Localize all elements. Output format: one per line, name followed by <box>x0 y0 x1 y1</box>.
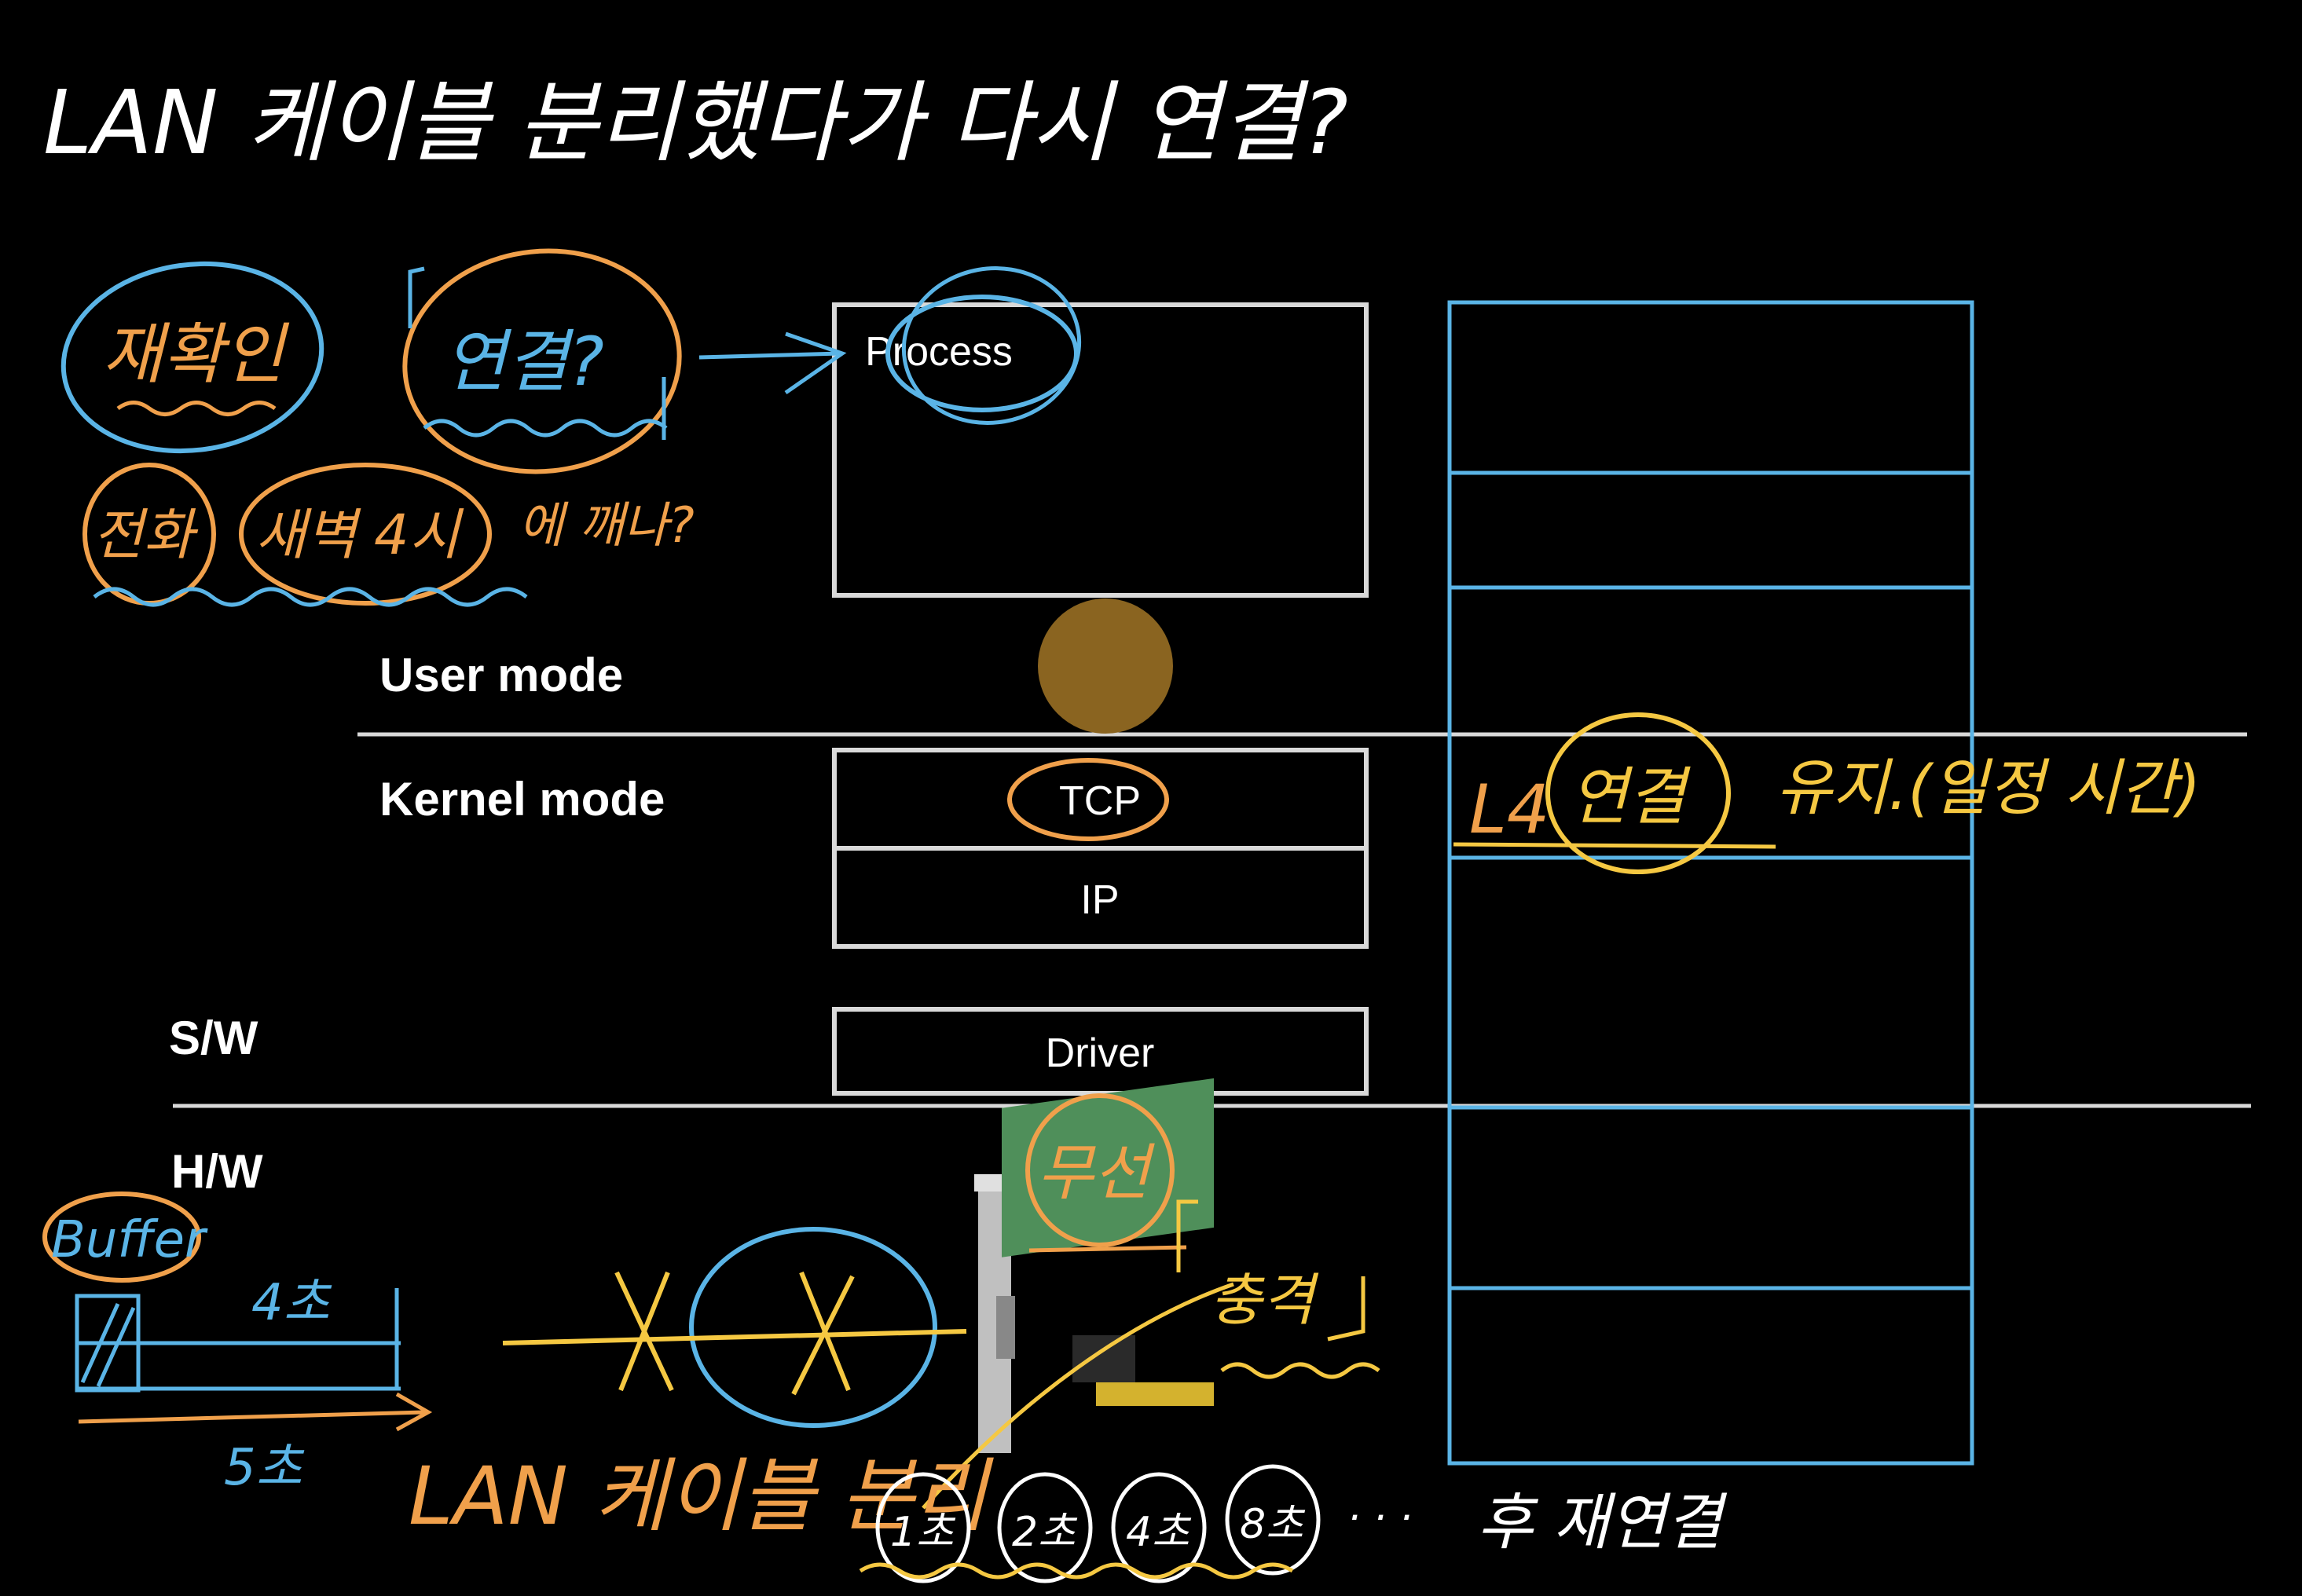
retry-ellipsis: · · · <box>1347 1495 1413 1542</box>
recheck-circle <box>60 261 324 454</box>
shock-marks <box>1176 1199 1380 1379</box>
buffer-note: Buffer <box>51 1211 208 1269</box>
shock-note: 충격 <box>1210 1267 1319 1333</box>
wireless-note: 무선 <box>1037 1138 1156 1209</box>
reconnect-note: 후 재연결 <box>1477 1488 1728 1558</box>
l4-connect-note: 연결 <box>1570 760 1692 833</box>
sw-label: S/W <box>169 1012 258 1064</box>
wireless-underline <box>1028 1245 1187 1253</box>
lan-unplug-note: LAN 케이블 분리 <box>409 1450 994 1543</box>
retry-sequence <box>859 1464 1321 1583</box>
phone-dawn-underline <box>93 587 528 607</box>
dawn-note: 새벽 4시 <box>255 503 464 567</box>
retry-2: 2초 <box>1012 1509 1078 1556</box>
five-sec-note: 5초 <box>224 1439 305 1497</box>
four-sec-note: 4초 <box>251 1274 332 1332</box>
l4-underline <box>1453 842 1776 849</box>
unplug-circle <box>689 1227 937 1428</box>
keep-note: 유지.(일정 시간) <box>1776 753 2201 824</box>
title: LAN 케이블 분리했다가 다시 연결? <box>43 72 1348 174</box>
tcp-circle <box>1007 758 1169 841</box>
buffer-box <box>75 1288 401 1393</box>
l4-note: L4 <box>1469 771 1550 849</box>
shock-arrow <box>922 1282 1234 1510</box>
phone-note: 전화 <box>93 503 198 567</box>
pointer-dot <box>1038 598 1173 734</box>
recheck-note: 재확인 <box>102 316 290 393</box>
five-sec-arrow <box>78 1392 433 1432</box>
connect-q-underline <box>423 377 668 440</box>
retry-8: 8초 <box>1240 1501 1306 1548</box>
process-box <box>832 302 1369 598</box>
dawn-circle <box>239 463 492 606</box>
ip-box <box>832 846 1369 949</box>
driver-box <box>832 1007 1369 1096</box>
kernel-mode-label: Kernel mode <box>379 773 665 825</box>
tcp-label: TCP <box>1059 778 1141 824</box>
recheck-underline <box>116 401 277 416</box>
connect-q-bracket <box>408 266 425 328</box>
retry-1: 1초 <box>890 1509 956 1556</box>
buffer-circle <box>42 1192 201 1283</box>
connect-q-circle <box>402 248 682 474</box>
connection-table <box>1447 300 1974 1466</box>
cross-marks <box>502 1271 967 1396</box>
must-wake-note: 에 깨나? <box>519 496 695 554</box>
process-circle-outer <box>901 266 1082 425</box>
l4-connect-circle <box>1545 712 1731 874</box>
driver-label: Driver <box>1046 1030 1155 1076</box>
ip-label: IP <box>1080 877 1119 923</box>
retry-4: 4초 <box>1126 1509 1192 1556</box>
connect-q-note: 연결? <box>444 323 604 401</box>
arrow-to-process <box>698 331 847 395</box>
wireless-circle <box>1025 1093 1175 1247</box>
hw-label: H/W <box>171 1145 263 1198</box>
user-mode-label: User mode <box>379 649 623 701</box>
